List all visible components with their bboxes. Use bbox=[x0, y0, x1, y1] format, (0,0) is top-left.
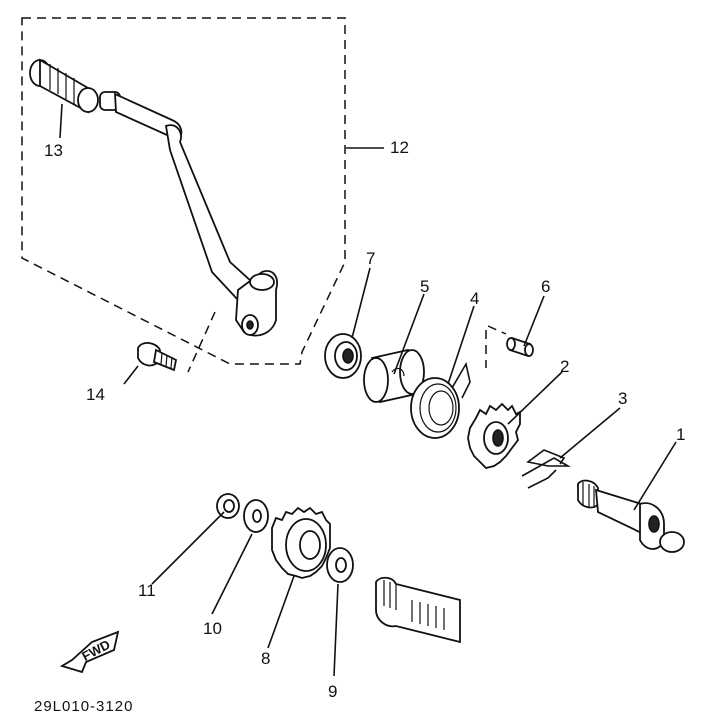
callout-5: 5 bbox=[420, 277, 429, 296]
kick-crank-assembly-outline bbox=[21, 17, 346, 373]
kick-pinion-gear bbox=[467, 402, 521, 469]
kick-crank-bolt bbox=[137, 342, 178, 372]
fwd-label: FWD bbox=[79, 637, 112, 664]
washer-9 bbox=[326, 547, 354, 583]
callout-8: 8 bbox=[261, 649, 270, 668]
torsion-spring bbox=[410, 361, 471, 439]
ratchet-spring-clip bbox=[521, 449, 572, 489]
callout-14: 14 bbox=[86, 385, 105, 404]
callout-2: 2 bbox=[560, 357, 569, 376]
washer-10 bbox=[243, 499, 269, 533]
kick-idle-gear bbox=[271, 506, 331, 579]
spring-guide bbox=[363, 348, 425, 404]
callout-labels: 12 13 14 7 5 4 6 2 3 1 11 10 8 9 bbox=[44, 138, 685, 701]
callout-4: 4 bbox=[470, 289, 479, 308]
callout-6: 6 bbox=[541, 277, 550, 296]
drawing-code: 29L010-3120 bbox=[34, 698, 133, 715]
callout-9: 9 bbox=[328, 682, 337, 701]
callout-11: 11 bbox=[138, 581, 156, 600]
callout-7: 7 bbox=[366, 249, 375, 268]
forward-direction-arrow: FWD bbox=[59, 630, 120, 674]
callout-1: 1 bbox=[676, 425, 685, 444]
leader-lines bbox=[59, 103, 677, 677]
callout-10: 10 bbox=[203, 619, 222, 638]
circlip bbox=[216, 493, 240, 519]
kick-axle bbox=[577, 479, 685, 553]
kick-crank-arm bbox=[99, 91, 278, 337]
transmission-shaft bbox=[375, 576, 461, 644]
kick-rubber-grip bbox=[29, 58, 99, 114]
callout-12: 12 bbox=[390, 138, 409, 157]
callout-3: 3 bbox=[618, 389, 627, 408]
oil-seal bbox=[324, 333, 362, 379]
dowel-pin bbox=[485, 325, 534, 368]
callout-13: 13 bbox=[44, 141, 63, 160]
